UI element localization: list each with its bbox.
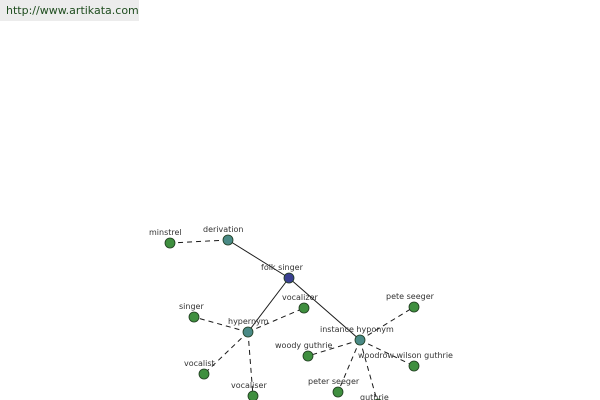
edge-hypernym-to-vocaliser <box>247 331 254 397</box>
node-vocalist[interactable] <box>198 368 210 380</box>
edge-folk-singer-to-instance-hyponym <box>288 277 361 341</box>
node-woody-guthrie[interactable] <box>302 350 314 362</box>
label-vocaliser[interactable]: vocaliser <box>231 381 267 390</box>
label-hypernym[interactable]: hypernym <box>228 317 269 326</box>
label-peter-seeger[interactable]: peter seeger <box>308 377 360 386</box>
edge-instance-hyponym-to-peter-seeger <box>337 339 361 393</box>
label-woodrow-wilson-guthrie[interactable]: woodrow wilson guthrie <box>358 351 453 360</box>
label-folk-singer[interactable]: folk singer <box>261 263 304 272</box>
node-minstrel[interactable] <box>164 237 176 249</box>
label-guthrie[interactable]: guthrie <box>360 393 389 400</box>
label-vocalist[interactable]: vocalist <box>184 359 215 368</box>
edge-derivation-to-minstrel <box>169 239 229 244</box>
label-minstrel[interactable]: minstrel <box>149 228 182 237</box>
node-instance-hyponym[interactable] <box>354 334 366 346</box>
edge-instance-hyponym-to-woodrow-wilson-guthrie <box>359 339 415 367</box>
label-instance-hyponym[interactable]: instance hyponym <box>320 325 394 334</box>
edge-folk-singer-to-derivation <box>227 239 290 279</box>
node-pete-seeger[interactable] <box>408 301 420 313</box>
edge-instance-hyponym-to-woody-guthrie <box>307 339 361 357</box>
site-link[interactable]: http://www.artikata.com <box>0 0 139 21</box>
node-folk-singer[interactable] <box>283 272 295 284</box>
label-woody-guthrie[interactable]: woody guthrie <box>275 341 333 350</box>
label-pete-seeger[interactable]: pete seeger <box>386 292 435 301</box>
node-woodrow-wilson-guthrie[interactable] <box>408 360 420 372</box>
edge-instance-hyponym-to-pete-seeger <box>359 306 415 341</box>
node-singer[interactable] <box>188 311 200 323</box>
node-peter-seeger[interactable] <box>332 386 344 398</box>
node-derivation[interactable] <box>222 234 234 246</box>
edge-instance-hyponym-to-guthrie <box>359 339 378 400</box>
edge-hypernym-to-singer <box>193 316 249 333</box>
edge-hypernym-to-vocalizer <box>247 307 305 333</box>
label-singer[interactable]: singer <box>179 302 204 311</box>
node-hypernym[interactable] <box>242 326 254 338</box>
node-vocalizer[interactable] <box>298 302 310 314</box>
edge-hypernym-to-vocalist <box>203 331 249 375</box>
node-vocaliser[interactable] <box>247 390 259 400</box>
label-derivation[interactable]: derivation <box>203 225 243 234</box>
graph-labels: folk singer derivation hypernym instance hy… <box>149 225 453 400</box>
edge-folk-singer-to-hypernym <box>247 277 290 333</box>
graph-edges <box>169 239 415 400</box>
graph-nodes <box>164 234 420 400</box>
label-vocalizer[interactable]: vocalizer <box>282 293 318 302</box>
